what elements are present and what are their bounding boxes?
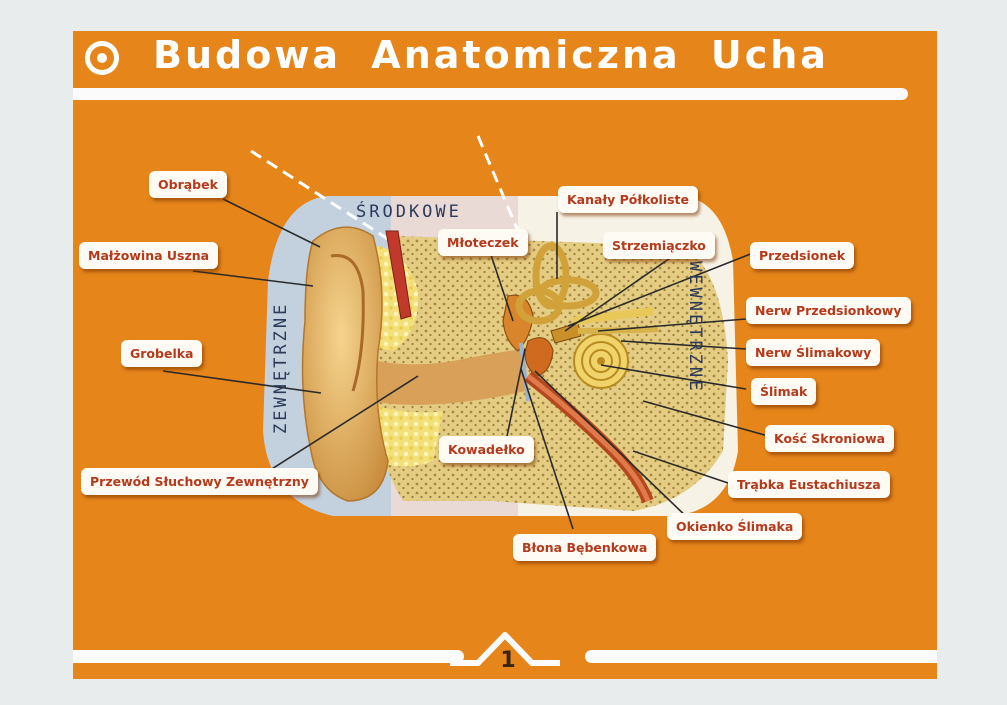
region-label-middle: ŚRODKOWE bbox=[356, 202, 462, 222]
label-kowadelko: Kowadełko bbox=[439, 436, 534, 463]
label-blona-bebenkowa: Błona Bębenkowa bbox=[513, 534, 657, 561]
leader-lines bbox=[162, 198, 769, 530]
label-malzowina-uszna: Małżowina Uszna bbox=[79, 242, 219, 269]
label-strzemiaczko: Strzemiączko bbox=[603, 232, 715, 259]
cochlea bbox=[573, 333, 629, 389]
page-title: Budowa Anatomiczna Ucha bbox=[153, 33, 829, 77]
label-mloteczek: Młoteczek bbox=[438, 229, 528, 256]
footer-bar-right bbox=[585, 650, 937, 663]
label-slimak: Ślimak bbox=[751, 378, 817, 405]
label-okienko-slimaka: Okienko Ślimaka bbox=[667, 513, 803, 540]
label-obrabek: Obrąbek bbox=[149, 171, 227, 198]
label-kosc-skroniowa: Kość Skroniowa bbox=[765, 425, 895, 452]
region-label-inner: WEWNĘTRZNE bbox=[685, 261, 705, 394]
label-nerw-przedsionkowy: Nerw Przedsionkowy bbox=[746, 297, 911, 324]
ear-canal bbox=[343, 349, 525, 405]
title-underline bbox=[73, 88, 908, 100]
target-icon bbox=[85, 41, 119, 75]
ossicles bbox=[502, 294, 582, 377]
page-panel: Budowa Anatomiczna Ucha bbox=[73, 31, 937, 679]
title-bar: Budowa Anatomiczna Ucha bbox=[73, 31, 937, 100]
boundary-middle-inner bbox=[476, 135, 520, 232]
label-trabka-eustachiusza: Trąbka Eustachiusza bbox=[728, 471, 890, 498]
eardrum bbox=[519, 342, 530, 402]
semicircular-canals bbox=[515, 242, 600, 325]
auricle bbox=[301, 226, 389, 502]
footer-tab bbox=[450, 632, 560, 666]
footer-bar-left bbox=[73, 650, 464, 663]
label-przewod-sluchowy: Przewód Słuchowy Zewnętrzny bbox=[81, 468, 318, 495]
label-grobelka: Grobelka bbox=[121, 340, 203, 367]
boundary-outer-middle bbox=[250, 149, 392, 243]
region-label-outer: ZEWNĘTRZNE bbox=[271, 301, 291, 434]
label-kanaly-polkoliste: Kanały Półkoliste bbox=[558, 186, 699, 213]
label-nerw-slimakowy: Nerw Ślimakowy bbox=[746, 339, 881, 366]
label-przedsionek: Przedsionek bbox=[750, 242, 855, 269]
page-number: 1 bbox=[500, 648, 516, 673]
